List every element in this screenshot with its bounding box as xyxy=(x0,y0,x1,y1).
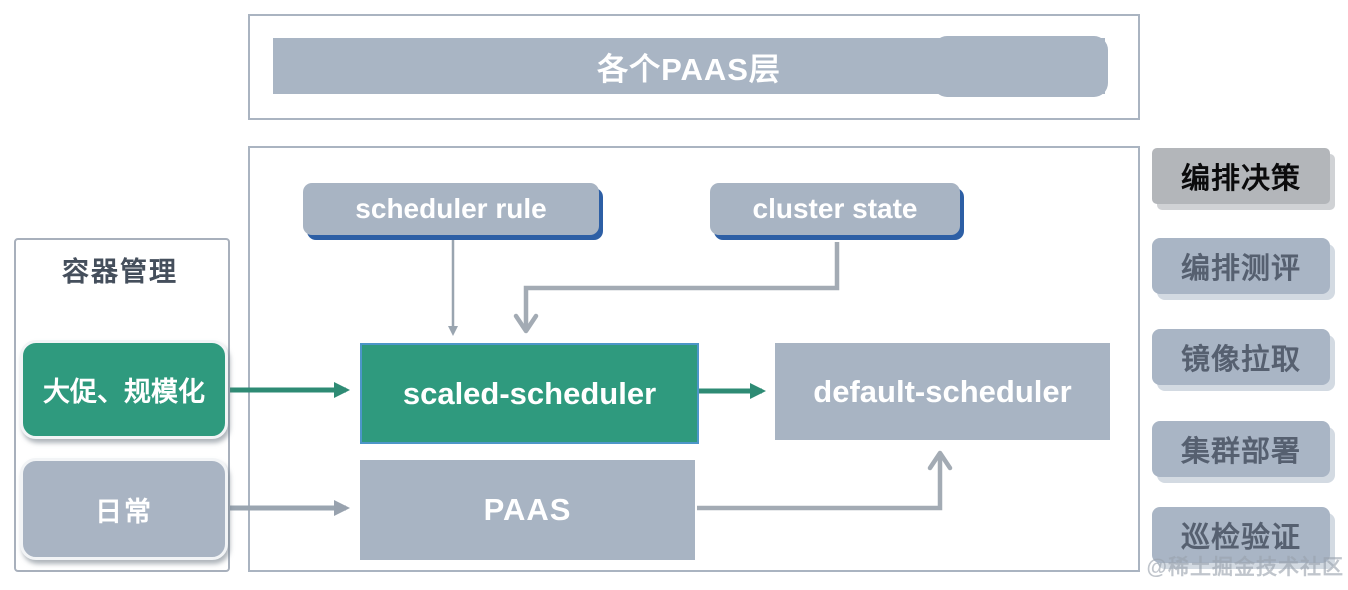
daily-label: 日常 xyxy=(95,496,153,527)
scheduler-rule-label: scheduler rule xyxy=(355,193,547,224)
watermark: @稀土掘金技术社区 xyxy=(1146,556,1344,579)
default-scheduler-label: default-scheduler xyxy=(813,373,1072,409)
paas-node: PAAS xyxy=(360,460,695,560)
daily-node: 日常 xyxy=(20,458,228,560)
promo-scale-label: 大促、规模化 xyxy=(43,377,205,407)
cluster-state-label: cluster state xyxy=(752,193,918,224)
paas-layer-banner: 各个PAAS层 xyxy=(273,38,1105,94)
default-scheduler-node: default-scheduler xyxy=(775,343,1110,440)
paas-label: PAAS xyxy=(483,492,572,527)
stage-label: 编排测评 xyxy=(1180,253,1301,285)
container-management-title: 容器管理 xyxy=(62,257,178,287)
stage-label: 镜像拉取 xyxy=(1180,344,1301,376)
paas-layer-banner-label: 各个PAAS层 xyxy=(597,51,781,87)
scheduler-rule-node: scheduler rule xyxy=(303,183,599,235)
stage-label: 集群部署 xyxy=(1180,436,1301,468)
scaled-scheduler-node: scaled-scheduler xyxy=(360,343,699,444)
scaled-scheduler-label: scaled-scheduler xyxy=(402,375,657,411)
stage-cluster-deploy: 集群部署 xyxy=(1152,421,1330,477)
cluster-state-node: cluster state xyxy=(710,183,960,235)
stage-label: 编排决策 xyxy=(1180,163,1301,195)
stage-orchestration-decision: 编排决策 xyxy=(1152,148,1330,204)
stage-inspection-verify: 巡检验证 xyxy=(1152,507,1330,563)
stage-orchestration-evaluation: 编排测评 xyxy=(1152,238,1330,294)
stage-label: 巡检验证 xyxy=(1180,522,1301,554)
stage-image-pull: 镜像拉取 xyxy=(1152,329,1330,385)
promo-scale-node: 大促、规模化 xyxy=(20,340,228,439)
